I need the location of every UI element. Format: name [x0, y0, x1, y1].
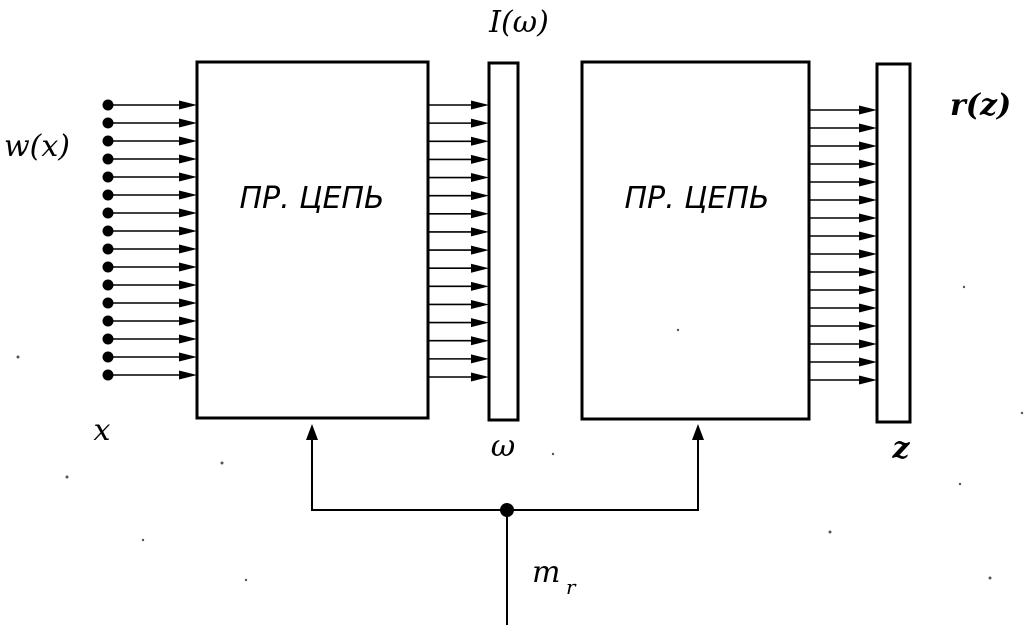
output-channel-13 — [809, 321, 877, 331]
output-variable-label: z — [891, 431, 910, 466]
output-channel-14 — [809, 339, 877, 349]
input-channel-1 — [102, 99, 197, 111]
output-channel-7 — [809, 213, 877, 223]
output-channel-1 — [809, 105, 877, 115]
output-channels — [809, 105, 877, 385]
input-channels — [102, 99, 197, 381]
input-distribution-label: w(x) — [4, 129, 70, 164]
input-channel-6 — [102, 189, 197, 201]
intermediate-channel-9 — [428, 245, 489, 255]
control-subscript-label: r — [566, 575, 577, 599]
input-channel-7 — [102, 207, 197, 219]
control-arrow-1 — [306, 424, 318, 440]
intermediate-channel-15 — [428, 354, 489, 364]
intermediate-channel-11 — [428, 281, 489, 291]
output-channel-11 — [809, 285, 877, 295]
output-channel-2 — [809, 123, 877, 133]
input-channel-2 — [102, 117, 197, 129]
intermediate-channel-13 — [428, 318, 489, 328]
control-label: m — [532, 555, 560, 590]
output-channel-12 — [809, 303, 877, 313]
output-function-label: r(z) — [950, 88, 1011, 123]
intermediate-channel-4 — [428, 154, 489, 164]
input-channel-14 — [102, 333, 197, 345]
intermediate-bar — [487, 61, 520, 422]
input-channel-12 — [102, 297, 197, 309]
processing-block-2-label: ПР. ЦЕПЬ — [624, 181, 769, 216]
output-channel-9 — [809, 249, 877, 259]
input-channel-15 — [102, 351, 197, 363]
intermediate-channel-14 — [428, 336, 489, 346]
processing-block-1 — [195, 60, 430, 420]
intermediate-channel-10 — [428, 263, 489, 273]
input-channel-8 — [102, 225, 197, 237]
output-channel-3 — [809, 141, 877, 151]
input-variable-label: x — [94, 413, 111, 448]
intermediate-channel-8 — [428, 227, 489, 237]
scan-specks — [16, 285, 1024, 582]
input-channel-13 — [102, 315, 197, 327]
intermediate-channel-6 — [428, 191, 489, 201]
input-channel-5 — [102, 171, 197, 183]
output-channel-10 — [809, 267, 877, 277]
intermediate-channel-5 — [428, 173, 489, 183]
intermediate-channel-2 — [428, 118, 489, 128]
intermediate-channel-16 — [428, 372, 489, 382]
input-channel-11 — [102, 279, 197, 291]
control-arrow-2 — [692, 424, 704, 440]
intermediate-function-label: I(ω) — [488, 5, 549, 40]
intermediate-channel-3 — [428, 136, 489, 146]
intermediate-variable-label: ω — [491, 429, 515, 464]
intermediate-channel-1 — [428, 100, 489, 110]
control-feed — [306, 424, 704, 625]
output-channel-16 — [809, 375, 877, 385]
input-channel-3 — [102, 135, 197, 147]
output-channel-8 — [809, 231, 877, 241]
processing-block-2 — [580, 60, 811, 421]
output-channel-6 — [809, 195, 877, 205]
output-channel-4 — [809, 159, 877, 169]
input-channel-4 — [102, 153, 197, 165]
intermediate-channels — [428, 100, 489, 382]
output-bar — [875, 62, 912, 424]
intermediate-channel-7 — [428, 209, 489, 219]
input-channel-10 — [102, 261, 197, 273]
output-channel-5 — [809, 177, 877, 187]
input-channel-16 — [102, 369, 197, 381]
intermediate-channel-12 — [428, 299, 489, 309]
input-channel-9 — [102, 243, 197, 255]
output-channel-15 — [809, 357, 877, 367]
control-junction-dot — [500, 503, 514, 517]
processing-block-1-label: ПР. ЦЕПЬ — [239, 181, 384, 216]
